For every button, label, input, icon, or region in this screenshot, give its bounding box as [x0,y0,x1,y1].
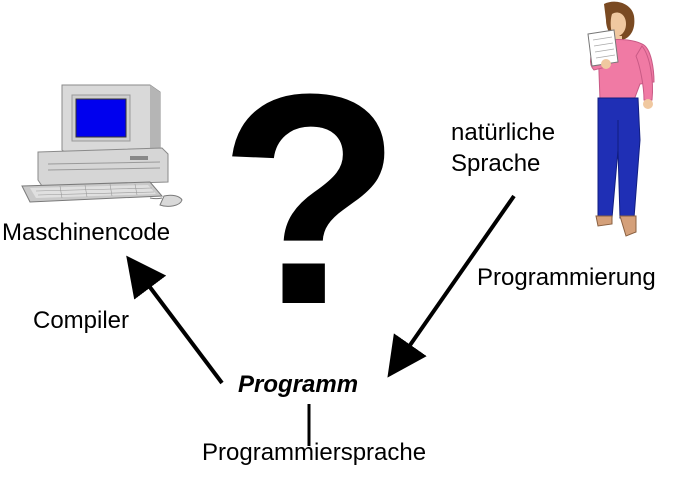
arrow-program-to-machine-code [126,255,224,385]
question-mark: ? [218,31,401,367]
label-programming: Programmierung [477,264,656,291]
monitor-screen [76,99,126,137]
label-natural-language-line2: Sprache [451,150,540,177]
woman-reading-icon [587,1,655,237]
desktop-computer-icon [21,84,183,207]
label-programming-language: Programmiersprache [202,439,426,466]
label-program: Programm [238,371,358,398]
label-natural-language-line1: natürliche [451,119,555,146]
label-compiler: Compiler [33,307,129,334]
label-machine-code: Maschinencode [2,219,170,246]
arrow-natural-language-to-program [387,194,516,378]
